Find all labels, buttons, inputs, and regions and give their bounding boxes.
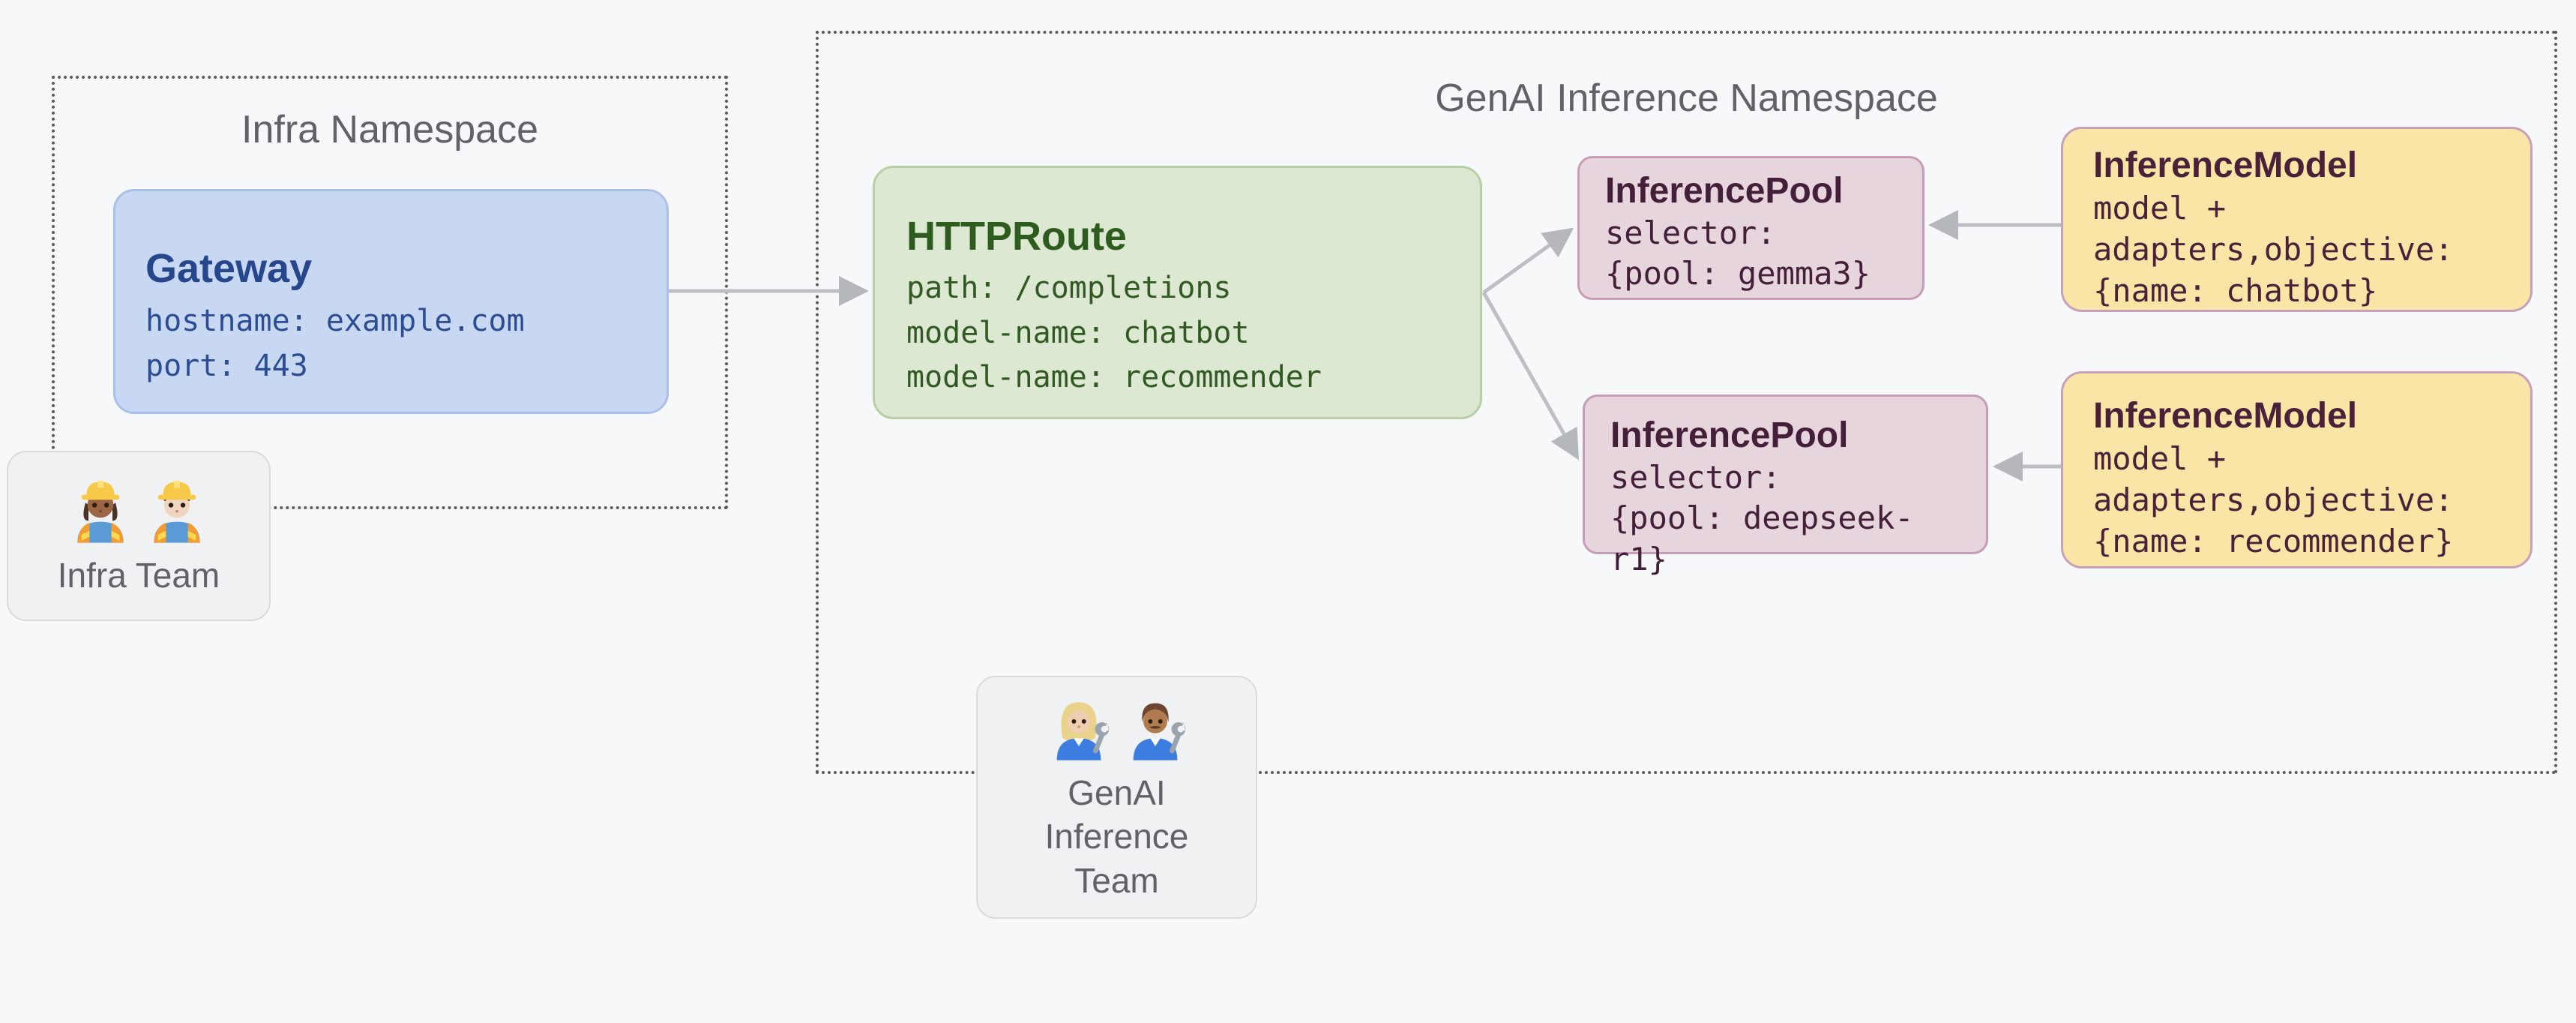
inference-pool-gemma3-node: InferencePool selector: {pool: gemma3} — [1577, 156, 1925, 300]
construction-worker-man-icon — [141, 475, 213, 550]
httproute-model-recommender-line: model-name: recommender — [906, 359, 1322, 394]
genai-namespace-title: GenAI Inference Namespace — [1435, 76, 1938, 120]
genai-namespace-box: GenAI Inference Namespace — [816, 31, 2557, 774]
inference-pool-deepseek-r1-title: InferencePool — [1610, 416, 1849, 455]
httproute-path-line: path: /completions — [906, 271, 1232, 306]
model-chatbot-line-3: {name: chatbot} — [2093, 272, 2378, 310]
model-recommender-line-2: adapters,objective: — [2093, 482, 2454, 519]
gateway-hostname-line: hostname: example.com — [145, 304, 525, 339]
httproute-model-chatbot-line: model-name: chatbot — [906, 315, 1250, 350]
inference-model-chatbot-node: InferenceModel model + adapters,objectiv… — [2061, 127, 2533, 312]
gateway-node: Gateway hostname: example.com port: 443 — [113, 189, 669, 414]
infra-team-label: Infra Team — [57, 555, 220, 595]
inference-pool-gemma3-title: InferencePool — [1605, 171, 1844, 211]
inference-model-chatbot-title: InferenceModel — [2093, 146, 2358, 185]
mechanic-woman-icon — [1043, 692, 1115, 768]
infra-namespace-box: Infra Namespace — [52, 76, 728, 509]
gateway-title: Gateway — [145, 246, 313, 291]
pool-deepseek-selector-line: selector: — [1610, 458, 1781, 496]
httproute-node: HTTPRoute path: /completions model-name:… — [873, 166, 1482, 419]
model-chatbot-line-1: model + — [2093, 189, 2227, 226]
genai-team-label: GenAI Inference Team — [1044, 772, 1189, 900]
httproute-title: HTTPRoute — [906, 214, 1127, 259]
inference-model-recommender-node: InferenceModel model + adapters,objectiv… — [2061, 371, 2533, 568]
infra-team-card: Infra Team — [7, 451, 271, 621]
inference-pool-deepseek-r1-node: InferencePool selector: {pool: deepseek-… — [1583, 394, 1988, 578]
pool-gemma3-selector-line: selector: — [1605, 214, 1776, 251]
model-chatbot-line-2: adapters,objective: — [2093, 231, 2454, 268]
inference-model-recommender-title: InferenceModel — [2093, 396, 2358, 436]
genai-team-card: GenAI Inference Team — [976, 676, 1257, 919]
infra-namespace-title: Infra Namespace — [241, 108, 538, 152]
model-recommender-line-3: {name: recommender} — [2093, 523, 2454, 560]
pool-deepseek-value-line: {pool: deepseek-r1} — [1610, 500, 1914, 578]
pool-gemma3-value-line: {pool: gemma3} — [1605, 255, 1871, 292]
construction-worker-woman-icon — [64, 475, 136, 550]
gateway-port-line: port: 443 — [145, 349, 308, 384]
mechanic-man-icon — [1119, 692, 1191, 768]
model-recommender-line-1: model + — [2093, 440, 2227, 477]
